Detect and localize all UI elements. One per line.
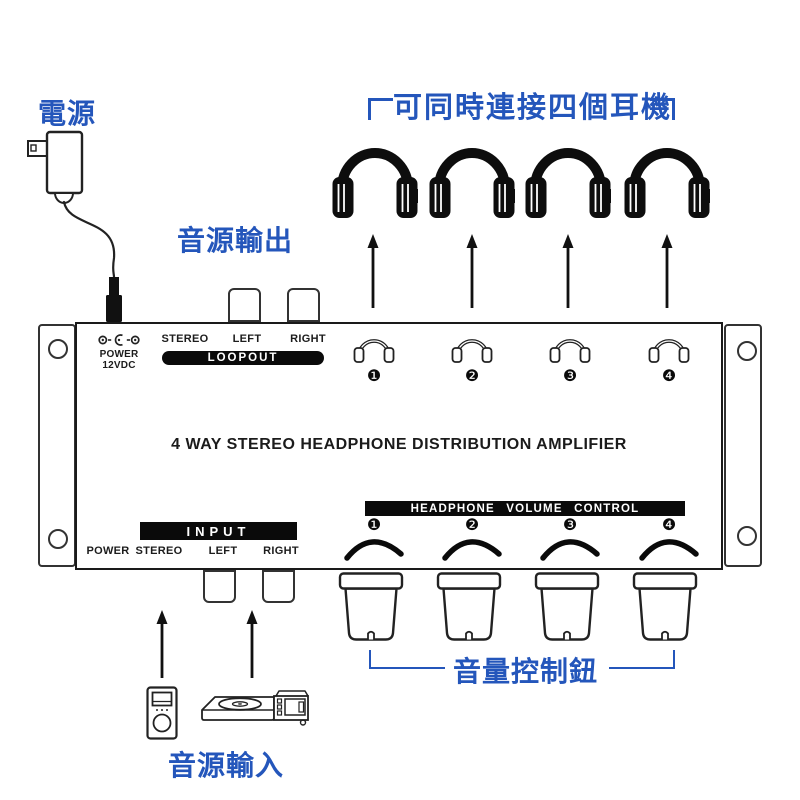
arrow-up-icon <box>562 234 574 308</box>
volume-knob-4 <box>632 572 698 641</box>
power-port-label: POWER <box>99 349 139 360</box>
loopout-right-label: RIGHT <box>290 333 326 345</box>
headphone-icon-2 <box>429 148 515 218</box>
volume-knob-2 <box>436 572 502 641</box>
note-bracket-right <box>650 98 675 120</box>
headphone-jack-icon-1 <box>353 339 395 363</box>
panel-title: 4 WAY STEREO HEADPHONE DISTRIBUTION AMPL… <box>171 436 627 453</box>
volume-number-3: ❸ <box>562 517 578 534</box>
screw-hole <box>737 526 757 546</box>
audio-output-label: 音源輸出 <box>177 225 294 256</box>
audio-input-label: 音源輸入 <box>168 750 285 781</box>
loopout-left-label: LEFT <box>232 333 262 345</box>
dc-polarity-icon <box>98 334 140 346</box>
arrow-up-icon <box>156 610 168 678</box>
volume-knob-1 <box>338 572 404 641</box>
volume-callout-bracket-left <box>369 650 445 669</box>
power-port-voltage: 12VDC <box>102 360 136 371</box>
arrow-up-icon <box>246 610 258 678</box>
rca-plug-loopout-left <box>228 288 261 322</box>
note-bracket-left <box>368 98 393 120</box>
input-left-label: LEFT <box>208 545 238 557</box>
volume-callout-bracket-right <box>609 650 675 669</box>
loopout-stereo-label: STEREO <box>161 333 209 345</box>
screw-hole <box>48 339 68 359</box>
volume-arc-icon-3 <box>540 539 600 561</box>
screw-hole <box>48 529 68 549</box>
screw-hole <box>737 341 757 361</box>
headphone-icon-3 <box>525 148 611 218</box>
volume-knob-3 <box>534 572 600 641</box>
headphones-note-label: 可同時連接四個耳機 <box>393 92 673 124</box>
arrow-up-icon <box>367 234 379 308</box>
volume-knobs-label: 音量控制鈕 <box>453 656 599 687</box>
jack-number-3: ❸ <box>562 368 578 385</box>
headphone-jack-icon-4 <box>648 339 690 363</box>
volume-number-4: ❹ <box>661 517 677 534</box>
arrow-up-icon <box>661 234 673 308</box>
rca-plug-loopout-right <box>287 288 320 322</box>
headphone-jack-icon-2 <box>451 339 493 363</box>
input-bar: INPUT <box>140 522 297 540</box>
input-right-label: RIGHT <box>263 545 299 557</box>
loopout-bar: LOOPOUT <box>162 351 324 365</box>
volume-arc-icon-2 <box>442 539 502 561</box>
headphone-jack-icon-3 <box>549 339 591 363</box>
jack-number-1: ❶ <box>366 368 382 385</box>
volume-arc-icon-1 <box>344 539 404 561</box>
volume-number-2: ❷ <box>464 517 480 534</box>
headphone-icon-1 <box>332 148 418 218</box>
arrow-up-icon <box>466 234 478 308</box>
amplifier-panel: POWER 12VDC STEREO LEFT RIGHT LOOPOUT <box>75 322 723 570</box>
volume-arc-icon-4 <box>639 539 699 561</box>
rca-plug-input-left <box>203 570 236 603</box>
jack-number-4: ❹ <box>661 368 677 385</box>
volume-control-bar: HEADPHONE VOLUME CONTROL <box>365 501 685 516</box>
input-stereo-label: STEREO <box>135 545 183 557</box>
jack-number-2: ❷ <box>464 368 480 385</box>
mp3-player-icon <box>146 686 178 740</box>
power-adapter-icon <box>27 130 122 322</box>
input-power-label: POWER <box>86 545 130 557</box>
headphone-icon-4 <box>624 148 710 218</box>
volume-number-1: ❶ <box>366 517 382 534</box>
cd-player-icon <box>201 690 309 726</box>
rca-plug-input-right <box>262 570 295 603</box>
power-supply-label: 電源 <box>38 98 97 129</box>
